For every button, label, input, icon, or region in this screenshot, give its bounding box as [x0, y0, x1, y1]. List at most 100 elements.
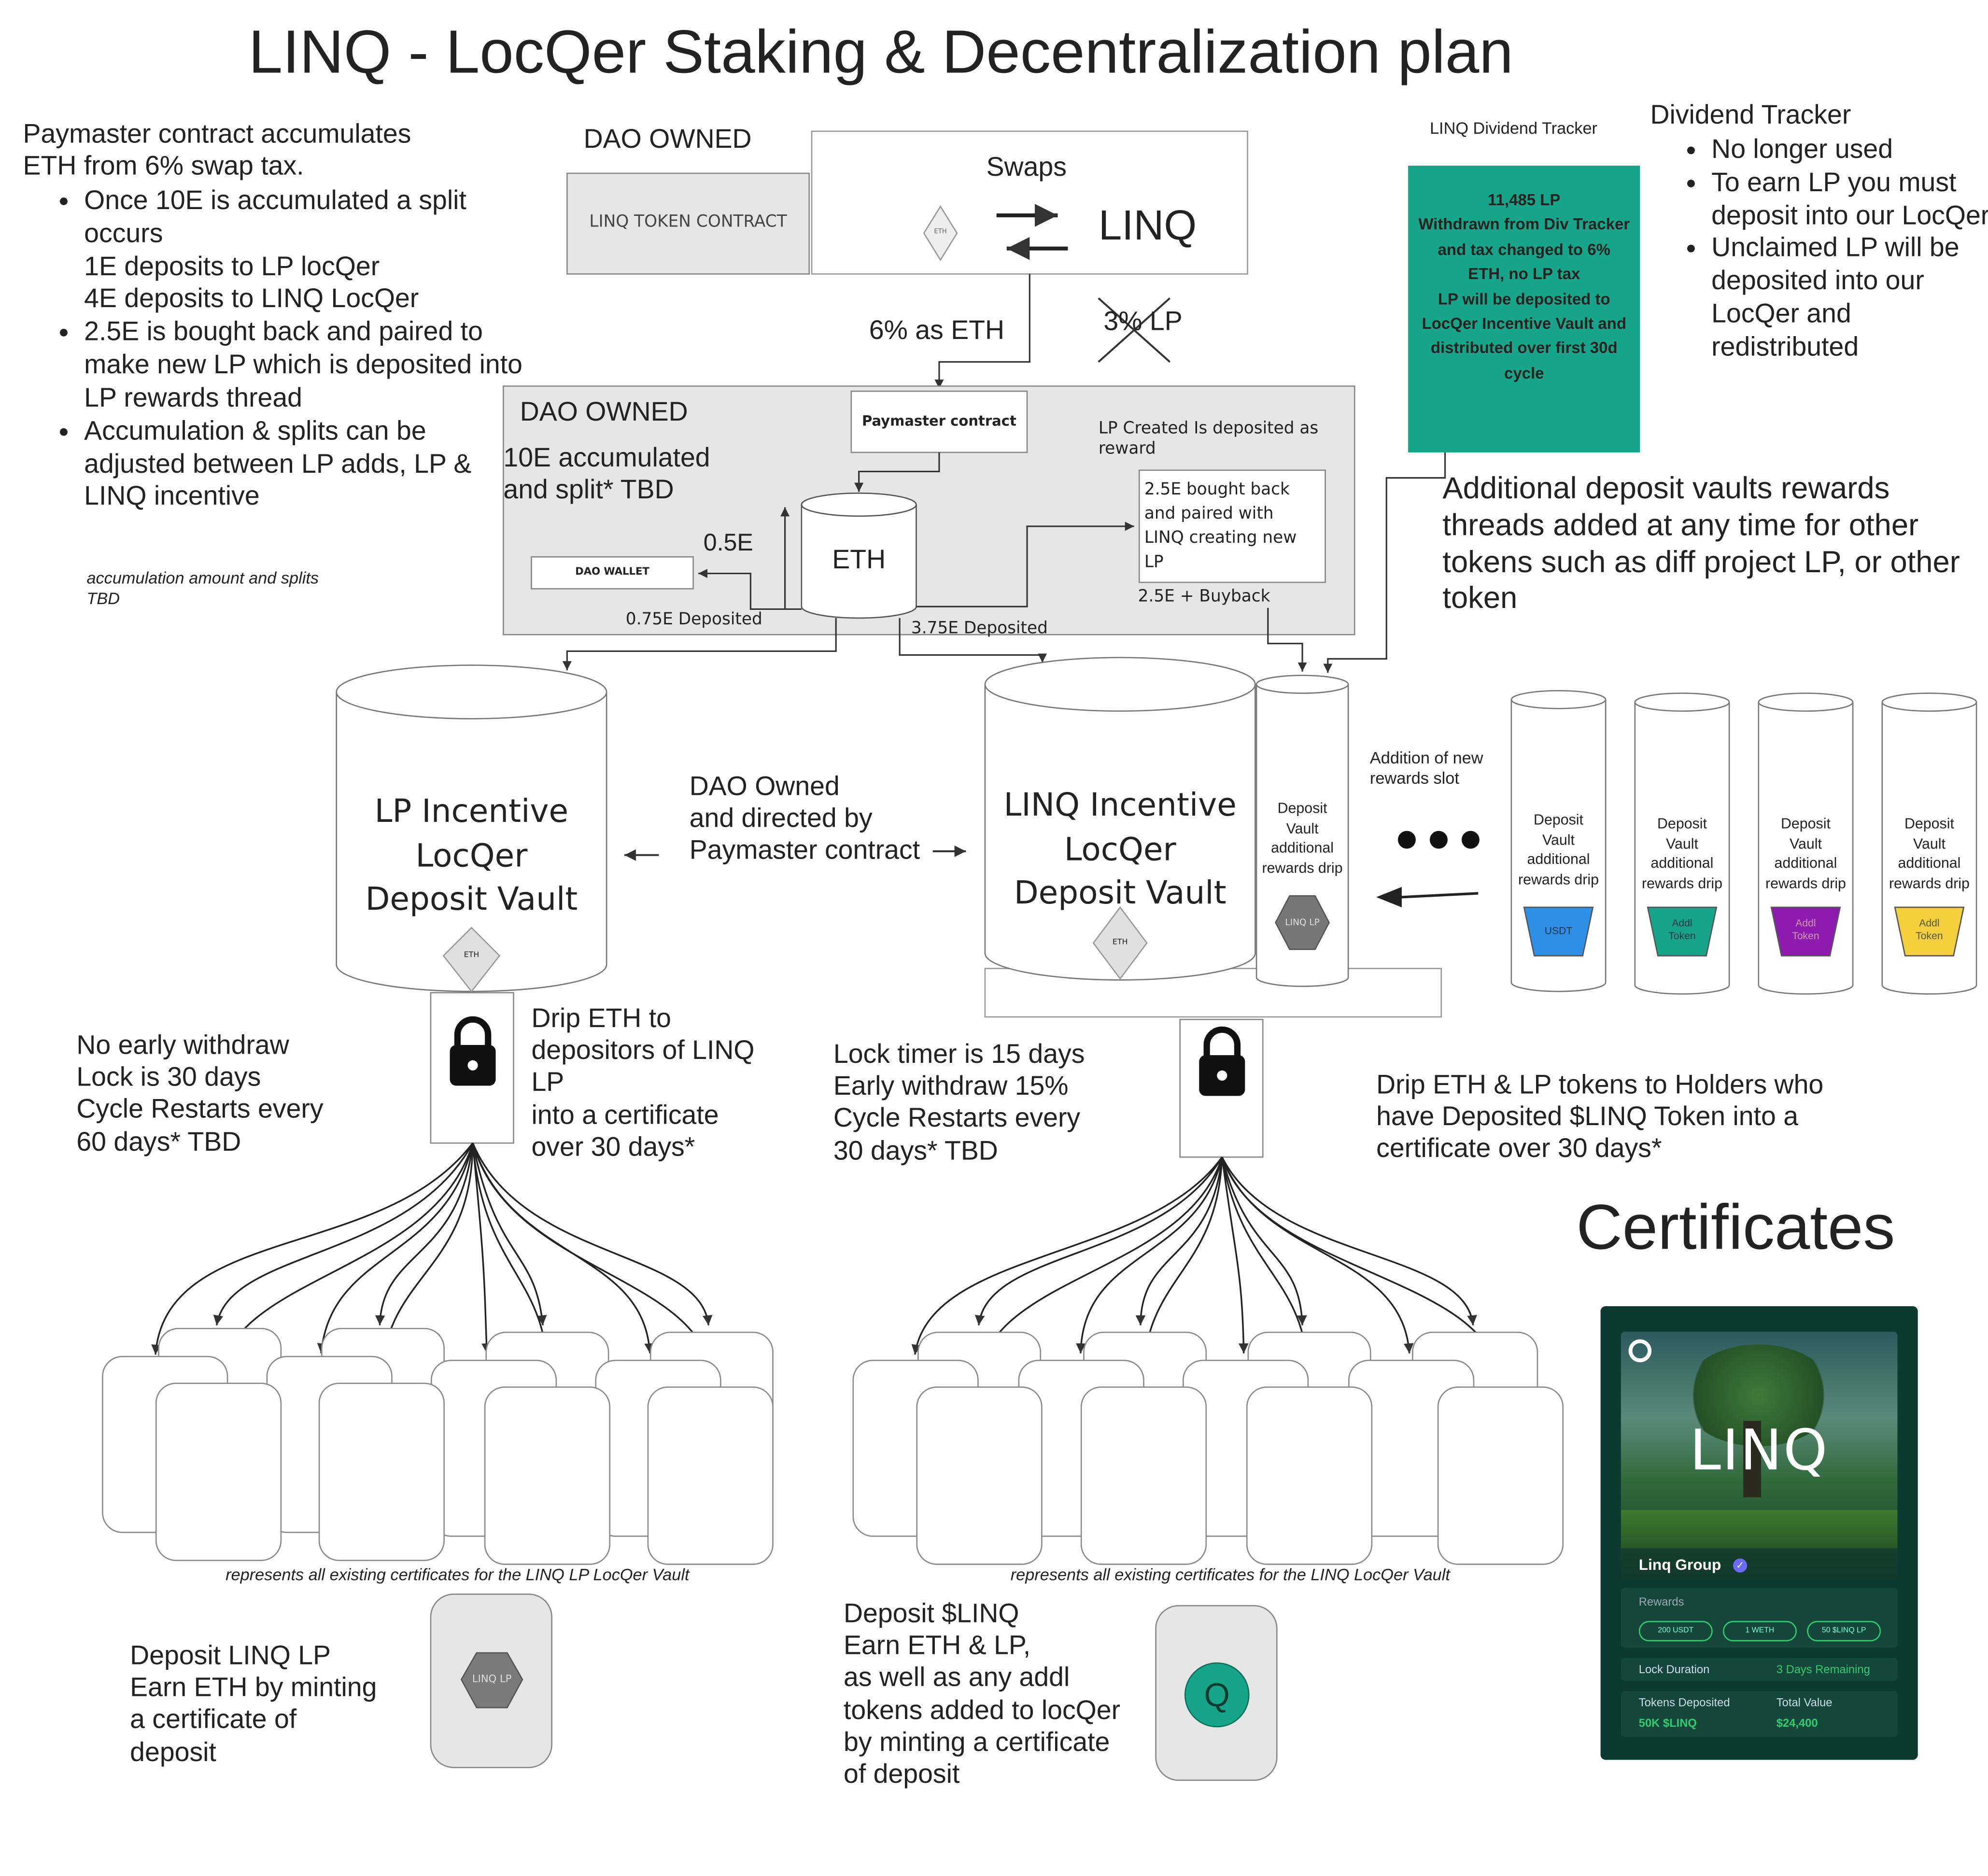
additional-vaults-text: Additional deposit vaults rewards thread…: [1442, 471, 1960, 616]
linq-lock-text: Lock timer is 15 days Early withdraw 15%…: [833, 1040, 1085, 1166]
lock-icon: [450, 1016, 496, 1086]
connector-dividend-slot: [1323, 452, 1446, 673]
extra-slot-label: Deposit Vault additional rewards drip: [1518, 813, 1599, 888]
certificates-heading: Certificates: [1576, 1191, 1895, 1263]
paymaster-box: [850, 390, 1028, 453]
linq-lp-hexagon-icon: [1275, 895, 1330, 950]
certificate-card: [1437, 1386, 1564, 1565]
lock-duration-panel: [1621, 1658, 1898, 1681]
addl-token-icon: [1770, 906, 1841, 957]
ellipsis-dot: [1429, 831, 1448, 849]
addl-token-icon: [1647, 906, 1718, 957]
lp-vault-eth-icon: [442, 927, 501, 993]
deposit-linq-token-label: Q: [1204, 1676, 1230, 1714]
dividend-withdrawn-box: 11,485 LP Withdrawn from Div Tracker and…: [1408, 166, 1640, 452]
deposit-lp-token-label: LINQ LP: [472, 1673, 512, 1685]
tokens-deposited-value: 50K $LINQ: [1638, 1716, 1697, 1730]
dividend-heading: Dividend Tracker: [1650, 100, 1851, 130]
lock-duration-label: Lock Duration: [1638, 1663, 1710, 1676]
reward-pill: 50 $LINQ LP: [1807, 1621, 1881, 1642]
lp-vault-cylinder: [336, 664, 607, 992]
connector-buyback-slot: [1267, 607, 1307, 672]
paymaster-intro-text: Paymaster contract accumulates ETH from …: [23, 120, 411, 182]
deposited-375-label: 3.75E Deposited: [911, 619, 1048, 639]
three-percent-lp-label: 3% LP: [1103, 307, 1183, 337]
certificate-card: [484, 1386, 611, 1565]
crossed-out-mark: [1098, 297, 1170, 363]
dao-directed-text: DAO Owned and directed by Paymaster cont…: [689, 772, 920, 866]
dao-wallet-label: DAO WALLET: [575, 565, 649, 578]
usdt-token-icon: [1523, 906, 1594, 957]
six-percent-eth-label: 6% as ETH: [869, 316, 1005, 346]
buyback-label: 2.5E + Buyback: [1138, 587, 1270, 607]
paymaster-contract-label: Paymaster contract: [861, 413, 1016, 430]
group-name: Linq Group: [1638, 1556, 1721, 1574]
swaps-label: Swaps: [986, 153, 1067, 183]
buyback-text: 2.5E bought back and paired with LINQ cr…: [1144, 480, 1297, 572]
drip-slot-label: Deposit Vault additional rewards drip: [1262, 801, 1343, 876]
certificate-card: [916, 1386, 1043, 1565]
linq-lp-hexagon-icon: [460, 1652, 523, 1708]
linq-token-contract-label: LINQ TOKEN CONTRACT: [589, 212, 787, 232]
certificate-card: [1246, 1386, 1373, 1565]
lp-certificates-caption: represents all existing certificates for…: [226, 1565, 690, 1584]
deposit-linq-text: Deposit $LINQ Earn ETH & LP, as well as …: [844, 1599, 1121, 1789]
lp-vault-eth-badge: ETH: [464, 950, 479, 960]
linq-vault-label: LINQ Incentive LocQer Deposit Vault: [1003, 786, 1237, 911]
extra-slot-label: Deposit Vault additional rewards drip: [1641, 817, 1722, 892]
bullet-item: No longer used: [1711, 134, 1988, 167]
bullet-item: Once 10E is accumulated a split occurs 1…: [84, 185, 530, 317]
dao-owned-region-title: DAO OWNED: [520, 397, 688, 427]
deposit-lp-text: Deposit LINQ LP Earn ETH by minting a ce…: [130, 1641, 377, 1767]
bullet-item: Accumulation & splits can be adjusted be…: [84, 415, 530, 514]
lock-icon: [1199, 1026, 1245, 1096]
rewards-panel: [1621, 1588, 1898, 1648]
drip-slot-cylinder: [1255, 675, 1349, 987]
lp-drip-text: Drip ETH to depositors of LINQ LP into a…: [531, 1004, 755, 1162]
half-e-label: 0.5E: [703, 530, 753, 557]
linq-vault-eth-icon: [1092, 906, 1148, 980]
deposited-075-label: 0.75E Deposited: [625, 610, 762, 630]
dao-wallet-box: [531, 556, 694, 590]
big-arrow-left-icon: [1376, 887, 1479, 907]
extra-slot-label: Deposit Vault additional rewards drip: [1765, 817, 1846, 892]
verified-icon: ✓: [1733, 1558, 1748, 1573]
certificate-artwork: LINQ: [1621, 1331, 1898, 1580]
dividend-tracker-label: LINQ Dividend Tracker: [1429, 118, 1597, 138]
linq-token-contract-box: [566, 172, 810, 275]
extra-slot-token: USDT: [1544, 925, 1573, 937]
linq-drip-text: Drip ETH & LP tokens to Holders who have…: [1376, 1070, 1824, 1164]
eth-cylinder: [801, 492, 917, 619]
certificate-card: [318, 1382, 445, 1561]
sample-certificate-card: LINQ Linq Group ✓ Rewards 200 USDT 1 WET…: [1600, 1306, 1918, 1760]
paymaster-bullets: Once 10E is accumulated a split occurs 1…: [23, 185, 530, 514]
extra-slot-label: Deposit Vault additional rewards drip: [1889, 817, 1970, 892]
connector-swaps-paymaster: [934, 274, 1030, 389]
connector-eth-lp-vault: [562, 618, 837, 671]
q-logo-icon: [1628, 1339, 1652, 1363]
linq-vault-eth-badge: ETH: [1112, 938, 1128, 947]
total-value-value: $24,400: [1776, 1716, 1818, 1730]
group-bar: [1621, 1548, 1898, 1580]
linq-swap-label: LINQ: [1098, 201, 1197, 249]
total-value-label: Total Value: [1776, 1696, 1833, 1709]
bullet-item: Unclaimed LP will be deposited into our …: [1711, 233, 1988, 365]
drip-slot-token-label: LINQ LP: [1285, 917, 1320, 928]
dividend-bullets: No longer used To earn LP you must depos…: [1650, 134, 1988, 364]
tokens-deposited-label: Tokens Deposited: [1638, 1696, 1730, 1709]
accumulated-split-text: 10E accumulated and split* TBD: [503, 443, 710, 505]
bullet-item: 2.5E is bought back and paired to make n…: [84, 316, 530, 415]
connector-paymaster-eth: [854, 452, 940, 492]
certificate-brand: LINQ: [1690, 1418, 1829, 1483]
lp-created-text: LP Created Is deposited as reward: [1098, 419, 1319, 458]
ellipsis-dot: [1461, 831, 1480, 849]
connector-eth-dao-wallet: [698, 569, 802, 610]
new-rewards-slot-label: Addition of new rewards slot: [1369, 748, 1483, 787]
linq-certificates-caption: represents all existing certificates for…: [1010, 1565, 1450, 1584]
certificate-card: [155, 1382, 282, 1561]
tokens-panel: [1621, 1691, 1898, 1737]
linq-q-token-icon: [1184, 1662, 1250, 1728]
extra-slot-token: Addl Token: [1792, 917, 1819, 942]
lp-lock-text: No early withdraw Lock is 30 days Cycle …: [76, 1030, 324, 1157]
